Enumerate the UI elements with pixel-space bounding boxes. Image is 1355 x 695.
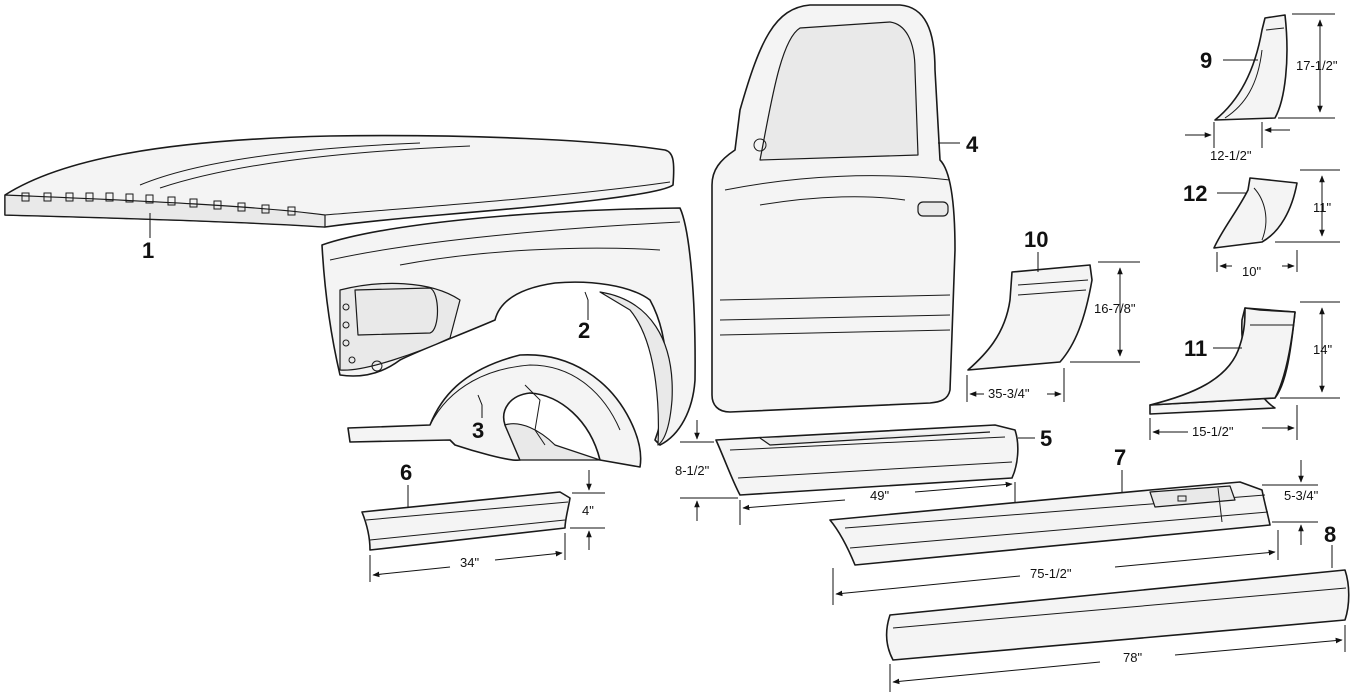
dim-10: 16-7/8" 35-3/4" [966, 261, 1140, 402]
dim-7-width-label: 75-1/2" [1030, 566, 1072, 581]
part-9-cab-corner [1214, 14, 1288, 121]
part-2-fender [321, 207, 696, 446]
callout-11: 11 [1184, 336, 1207, 361]
part-1-hood [4, 134, 675, 228]
callout-4: 4 [966, 132, 979, 157]
part-12-cab-corner [1213, 177, 1298, 249]
dim-7-height-label: 5-3/4" [1284, 488, 1319, 503]
callout-5: 5 [1040, 426, 1052, 451]
dim-8-width-label: 78" [1123, 650, 1142, 665]
callout-7: 7 [1114, 445, 1126, 470]
dim-5-height-label: 8-1/2" [675, 463, 710, 478]
dim-10-width-label: 35-3/4" [988, 386, 1030, 401]
dim-6: 4" 34" [369, 470, 605, 582]
dim-11: 14" 15-1/2" [1149, 301, 1340, 440]
dim-5: 8-1/2" 49" [675, 420, 1016, 525]
dim-6-width-label: 34" [460, 555, 479, 570]
dim-12-height-label: 11" [1313, 200, 1331, 215]
part-8-rocker-cover [885, 569, 1350, 661]
dim-9: 17-1/2" 12-1/2" [1185, 13, 1338, 163]
dim-10-height-label: 16-7/8" [1094, 301, 1136, 316]
part-5-rocker-panel [715, 424, 1019, 496]
dim-8: 78" [889, 625, 1346, 692]
dim-11-width-label: 15-1/2" [1192, 424, 1234, 439]
callout-9: 9 [1200, 48, 1212, 73]
dim-7: 5-3/4" 75-1/2" [832, 460, 1319, 605]
callout-2: 2 [578, 318, 590, 343]
dim-12-width-label: 10" [1242, 264, 1261, 279]
part-7-rocker-inner [829, 481, 1271, 566]
part-6-sill [361, 491, 571, 551]
part-10-cab-corner [967, 264, 1093, 371]
dim-9-width-label: 12-1/2" [1210, 148, 1252, 163]
dim-11-height-label: 14" [1313, 342, 1332, 357]
part-3-inner-fender [347, 354, 642, 468]
callout-1: 1 [142, 238, 154, 263]
dim-6-height-label: 4" [582, 503, 594, 518]
dim-5-width-label: 49" [870, 488, 889, 503]
part-11-cab-corner [1149, 307, 1296, 415]
callout-3: 3 [472, 418, 484, 443]
dim-12: 11" 10" [1216, 169, 1340, 279]
callout-6: 6 [400, 460, 412, 485]
callout-8: 8 [1324, 522, 1336, 547]
dim-9-height-label: 17-1/2" [1296, 58, 1338, 73]
part-4-door [711, 4, 956, 413]
callout-10: 10 [1024, 227, 1048, 252]
callout-12: 12 [1183, 181, 1207, 206]
